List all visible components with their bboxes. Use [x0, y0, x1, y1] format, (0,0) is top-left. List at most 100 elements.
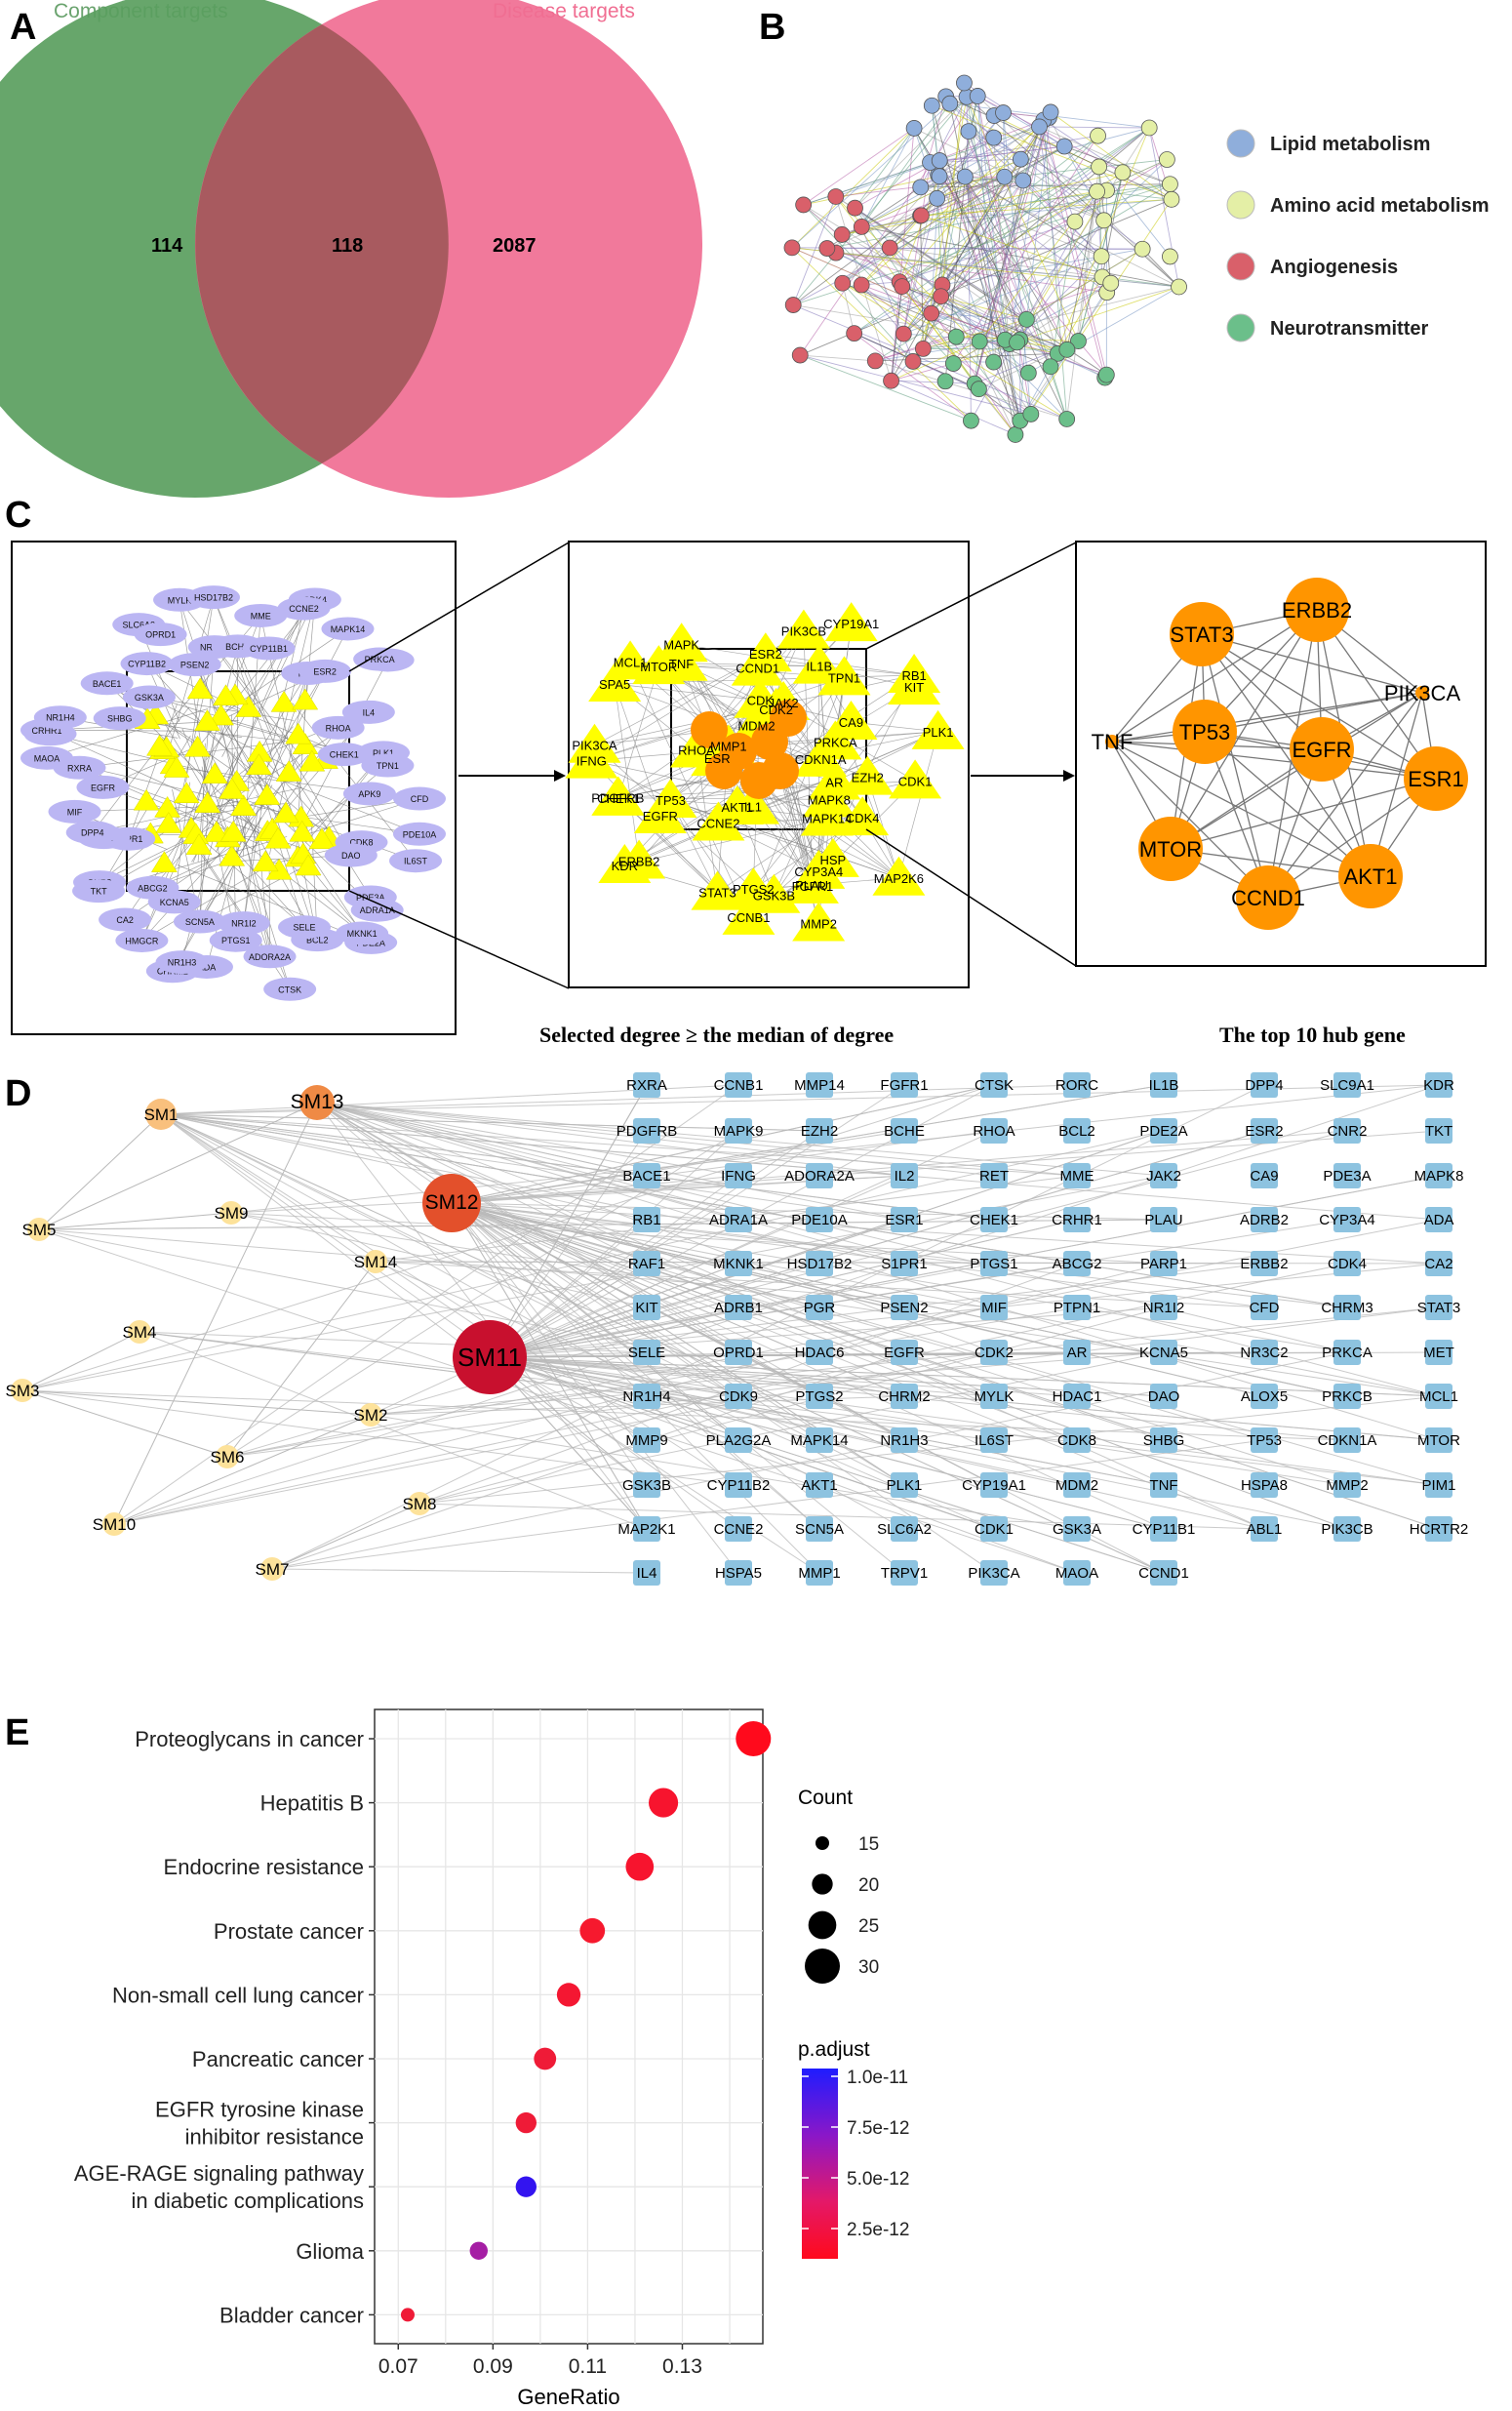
network-c-mid-hub [770, 700, 807, 737]
target-node [1425, 1295, 1452, 1320]
network-c-triangle [285, 722, 312, 744]
ppi-node [1070, 333, 1087, 349]
venn-left-count: 114 [151, 235, 183, 257]
network-c-node-label: PDE10A [403, 829, 437, 839]
target-node [1333, 1340, 1361, 1365]
network-c-node-label: CRHR1 [31, 726, 61, 736]
ppi-edge [1141, 248, 1179, 288]
ppi-node [866, 352, 884, 370]
target-node-label: PIK3CB [1321, 1521, 1373, 1538]
network-d-edge [489, 1356, 1165, 1397]
network-c-mid-node [731, 646, 784, 686]
panel-e-label: E [5, 1712, 29, 1753]
target-node [725, 1251, 752, 1276]
network-d-edge [160, 1113, 820, 1132]
network-c-mid-label: ERBB2 [618, 855, 660, 869]
target-node-label: HCRTR2 [1410, 1521, 1469, 1538]
target-node-label: MDM2 [1055, 1477, 1098, 1494]
network-c-mid-label: EZH2 [852, 771, 884, 785]
network-c-mid-label: CDK [747, 694, 775, 708]
network-c-edge [172, 784, 273, 972]
compound-node-label: SM13 [291, 1091, 344, 1113]
ppi-edge [1039, 126, 1068, 350]
network-d-edge [418, 1503, 1265, 1530]
ppi-node [914, 340, 932, 357]
target-node [1333, 1207, 1361, 1232]
network-d-edge [451, 1202, 739, 1574]
target-node-label: MME [1060, 1168, 1094, 1185]
target-node [725, 1072, 752, 1098]
ppi-edge [978, 159, 1168, 342]
target-node [1063, 1295, 1091, 1320]
ppi-node [985, 129, 1003, 146]
network-c-node [311, 715, 365, 740]
target-node [1063, 1251, 1091, 1276]
network-c-mid-edge [594, 653, 767, 746]
category-label: EGFR tyrosine kinase [155, 2098, 364, 2122]
ppi-edge [901, 286, 1068, 350]
ppi-edge [949, 102, 1068, 350]
ppi-edge [968, 131, 1104, 221]
ppi-node [1022, 406, 1040, 422]
network-d-edge [489, 1084, 905, 1358]
target-node-label: ABCG2 [1053, 1256, 1102, 1272]
ppi-edge [901, 135, 1098, 287]
target-node-label: NR1I2 [1143, 1300, 1185, 1316]
network-c-node [134, 623, 187, 647]
compound-node [422, 1174, 481, 1232]
hub-node-label: ERBB2 [1282, 598, 1352, 623]
target-node [891, 1384, 918, 1409]
target-node [1333, 1472, 1361, 1498]
padj-legend-items: 1.0e-117.5e-125.0e-122.5e-12 [802, 2068, 909, 2240]
legend-label: Angiogenesis [1270, 257, 1398, 278]
network-d-edge [489, 1356, 1078, 1486]
target-node-label: RAF1 [628, 1256, 665, 1272]
network-c-node-label: CFD [411, 794, 429, 804]
network-c-node [126, 875, 179, 900]
network-c-node-label: CYP11B1 [250, 644, 288, 654]
network-c-triangle [264, 826, 292, 849]
ppi-node [1066, 213, 1084, 230]
target-node-label: MAOA [1055, 1565, 1098, 1582]
network-c-node-label: MAOA [34, 753, 60, 763]
network-c-node [277, 596, 331, 621]
target-node [1063, 1516, 1091, 1542]
network-c-mid-edge [624, 818, 827, 866]
ppi-edge [842, 172, 1123, 235]
target-node-label: KCNA5 [1139, 1345, 1188, 1361]
network-c-mid-label: SPA5 [599, 677, 630, 692]
network-d-edge [139, 1331, 648, 1530]
ppi-node [818, 240, 836, 257]
hub-node [1170, 602, 1234, 666]
network-c-triangle [275, 760, 302, 782]
target-node-label: HSPA5 [715, 1565, 762, 1582]
category-label: Glioma [296, 2239, 364, 2264]
hub-edge [1170, 778, 1437, 850]
ppi-edge [875, 183, 1171, 362]
ppi-edge [1022, 180, 1103, 278]
target-node-label: PDE10A [791, 1212, 848, 1228]
target-node-label: HSPA8 [1241, 1477, 1288, 1494]
network-d-edge [160, 1113, 1078, 1177]
compound-node-label: SM8 [403, 1495, 437, 1513]
network-d-edge [418, 1306, 1165, 1505]
network-c-mid-label: MDM2 [737, 718, 775, 733]
network-c-mid-node [727, 867, 780, 907]
target-node [1251, 1118, 1278, 1144]
ppi-edge [940, 296, 1068, 350]
network-c-mid-label: EGFR [643, 809, 678, 824]
network-c-node-label: ADRA1A [360, 905, 395, 915]
compound-node [216, 1445, 239, 1468]
network-c-node-label: ABCG2 [138, 883, 168, 893]
target-node-label: FGFR1 [880, 1077, 928, 1094]
network-d-edge [489, 1130, 1348, 1358]
target-node [1251, 1163, 1278, 1188]
target-node-label: ADORA2A [784, 1168, 855, 1185]
target-node [891, 1118, 918, 1144]
target-node [633, 1118, 660, 1144]
target-node-label: MMP2 [1326, 1477, 1368, 1494]
network-c-mid-label: PLAU [795, 878, 828, 893]
target-node [1251, 1427, 1278, 1453]
ppi-node [985, 353, 1003, 371]
